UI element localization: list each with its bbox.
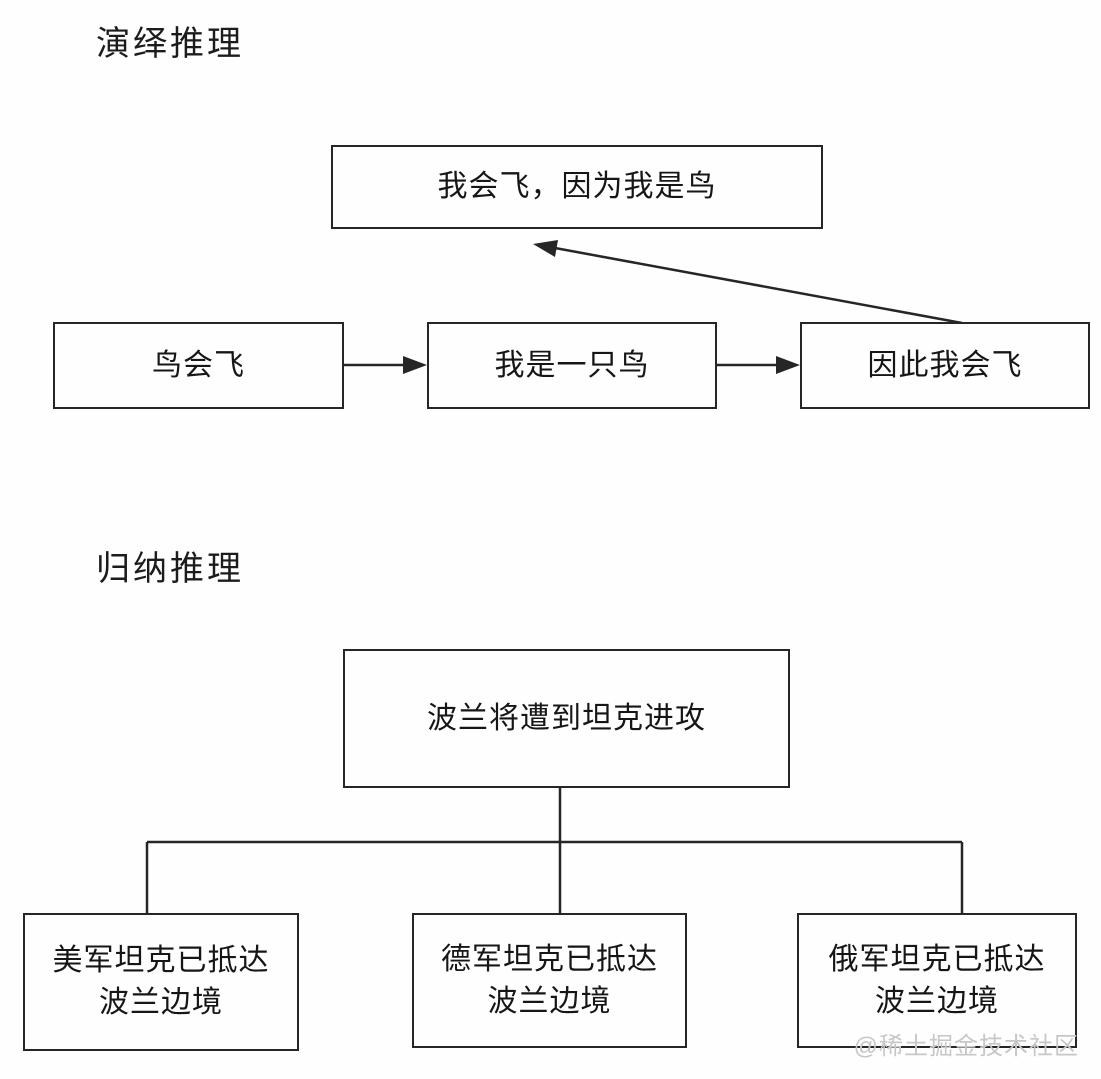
section-title-deductive: 演绎推理 — [96, 25, 244, 63]
evidence-line: 波兰边境 — [99, 986, 223, 1019]
evidence-line: 美军坦克已抵达 — [52, 944, 270, 977]
inductive-conclusion-box: 波兰将遭到坦克进攻 — [343, 649, 790, 788]
deductive-premise-box-1: 鸟会飞 — [53, 322, 344, 409]
deductive-premise-box-2: 我是一只鸟 — [427, 322, 717, 409]
section-title-inductive: 归纳推理 — [96, 550, 244, 588]
watermark-text: @稀土掘金技术社区 — [853, 1033, 1079, 1060]
deductive-premise-box-3: 因此我会飞 — [800, 322, 1090, 409]
evidence-line: 波兰边境 — [875, 984, 999, 1018]
arrow-up-left-icon — [533, 240, 558, 257]
inductive-evidence-box-3: 俄军坦克已抵达 波兰边境 — [797, 913, 1077, 1048]
evidence-line: 俄军坦克已抵达 — [828, 942, 1046, 976]
arrow-right-icon — [403, 356, 427, 374]
deductive-conclusion-box: 我会飞，因为我是鸟 — [331, 145, 823, 229]
evidence-line: 波兰边境 — [487, 984, 612, 1018]
inductive-evidence-box-2: 德军坦克已抵达 波兰边境 — [412, 913, 687, 1048]
evidence-line: 德军坦克已抵达 — [441, 942, 658, 976]
arrow-right-icon — [776, 356, 800, 374]
inductive-evidence-box-1: 美军坦克已抵达 波兰边境 — [23, 913, 299, 1051]
arrow-premise3-to-conclusion-line — [554, 246, 963, 325]
